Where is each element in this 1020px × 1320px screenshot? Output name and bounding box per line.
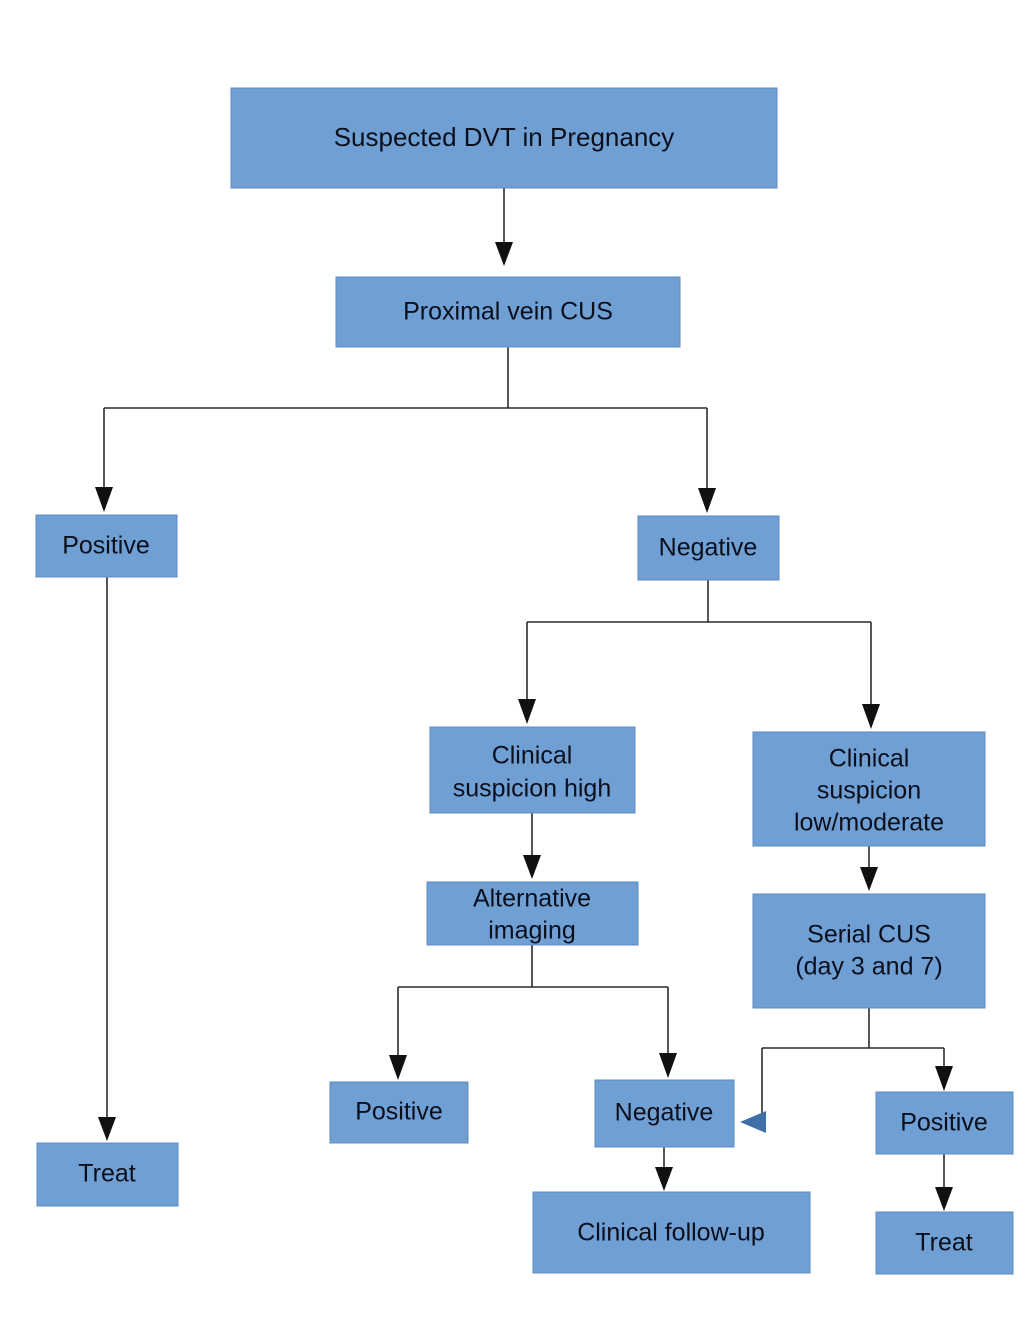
node-positive-proximal[interactable]: Positive <box>35 514 178 578</box>
node-label-line2: (day 3 and 7) <box>795 953 942 981</box>
node-negative-proximal[interactable]: Negative <box>637 515 780 581</box>
node-label-line3: low/moderate <box>794 809 944 837</box>
node-label: Suspected DVT in Pregnancy <box>334 122 675 152</box>
edge-proximal-split <box>95 347 716 513</box>
node-label: Clinical follow-up <box>577 1219 765 1247</box>
node-clinical-suspicion-high[interactable]: Clinical suspicion high <box>429 726 636 814</box>
node-treat-left[interactable]: Treat <box>36 1142 179 1207</box>
node-label: Proximal vein CUS <box>403 298 613 326</box>
node-label: Positive <box>62 532 150 560</box>
node-label-line2: suspicion high <box>453 775 611 803</box>
node-suspected-dvt-in-pregnancy[interactable]: Suspected DVT in Pregnancy <box>230 87 778 189</box>
node-proximal-vein-cus[interactable]: Proximal vein CUS <box>335 276 681 348</box>
node-label-line1: Clinical <box>492 742 573 770</box>
node-label: Treat <box>78 1160 135 1188</box>
node-clinical-follow-up[interactable]: Clinical follow-up <box>532 1191 811 1274</box>
node-negative-alt-imaging[interactable]: Negative <box>594 1079 735 1148</box>
node-label: Negative <box>615 1099 714 1127</box>
edge-suspicion-low-to-serial-cus <box>860 846 878 891</box>
node-label-line1: Alternative <box>473 885 591 913</box>
node-label-line2: imaging <box>488 917 576 945</box>
node-label-line1: Serial CUS <box>807 921 931 949</box>
node-alternative-imaging[interactable]: Alternative imaging <box>426 881 639 946</box>
edge-positive-to-treat-right <box>935 1154 953 1211</box>
node-label: Positive <box>355 1098 443 1126</box>
node-positive-serial-cus[interactable]: Positive <box>875 1091 1014 1155</box>
node-label: Negative <box>659 534 758 562</box>
edge-alt-imaging-split <box>389 945 677 1080</box>
node-clinical-suspicion-low-moderate[interactable]: Clinical suspicion low/moderate <box>752 731 986 847</box>
node-treat-right[interactable]: Treat <box>875 1211 1014 1275</box>
edge-serial-cus-split <box>740 1008 953 1133</box>
node-label: Positive <box>900 1109 988 1137</box>
edge-negative-split <box>518 580 880 729</box>
node-label: Treat <box>915 1229 972 1257</box>
node-label-line1: Clinical <box>829 745 910 773</box>
node-label-line2: suspicion <box>817 777 921 805</box>
edge-suspicion-high-to-alt-imaging <box>523 813 541 879</box>
edge-suspected-to-proximal <box>495 188 513 266</box>
node-layer: Suspected DVT in Pregnancy Proximal vein… <box>35 87 1014 1275</box>
node-positive-alt-imaging[interactable]: Positive <box>329 1081 469 1144</box>
edge-positive-to-treat <box>98 577 116 1141</box>
edge-negative-to-clinical-followup <box>655 1147 673 1191</box>
edge-layer <box>95 188 953 1211</box>
node-serial-cus[interactable]: Serial CUS (day 3 and 7) <box>752 893 986 1009</box>
